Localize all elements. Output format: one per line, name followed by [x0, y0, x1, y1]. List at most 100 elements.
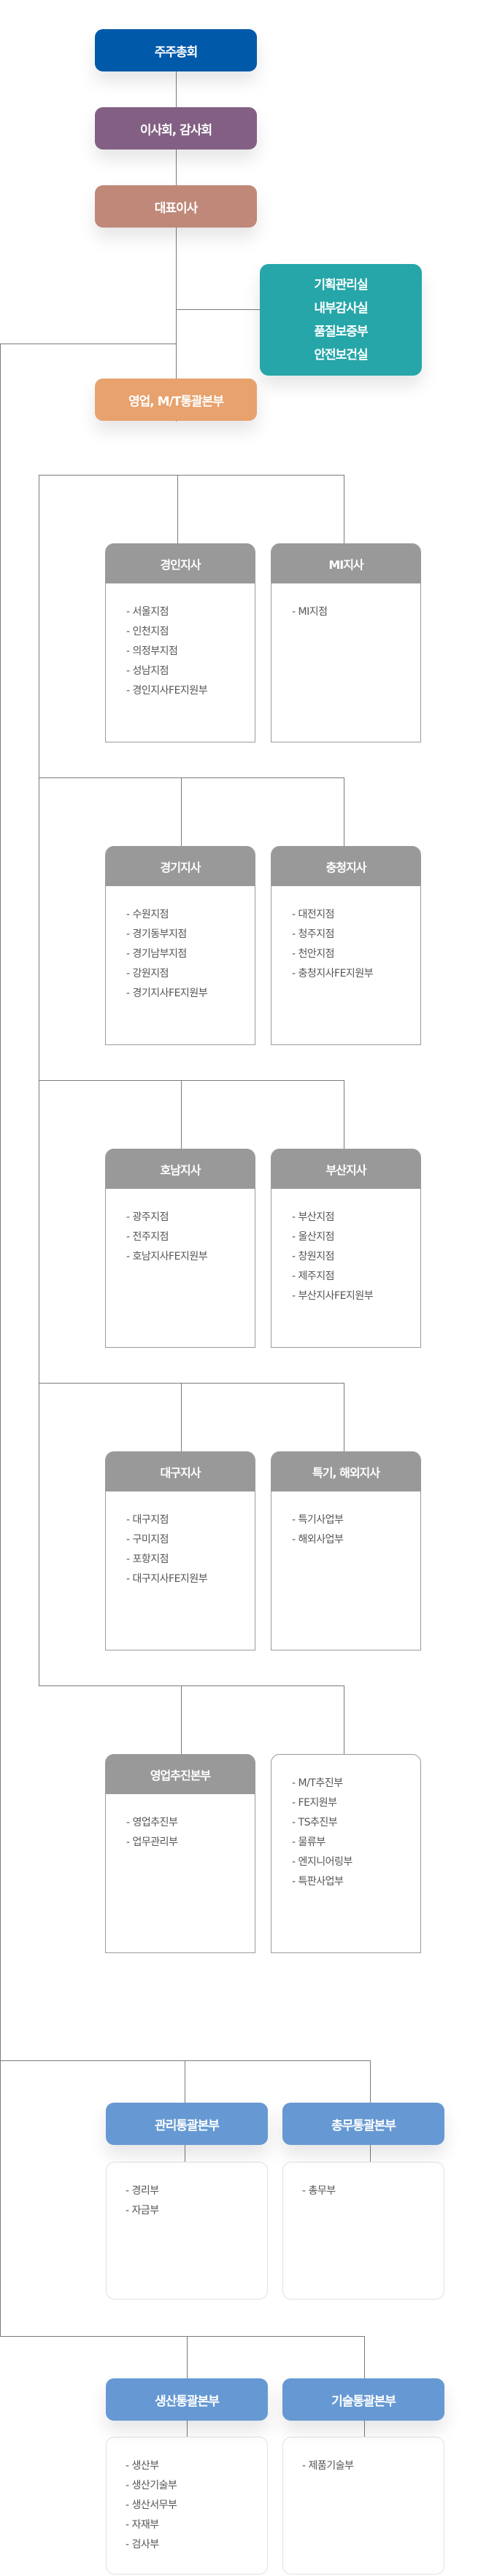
- division-item: 자금부: [126, 2201, 267, 2221]
- branch-item: 포항지점: [126, 1550, 255, 1570]
- branch-card-title: 호남지사: [106, 1149, 255, 1189]
- branch-item: 부산지점: [292, 1208, 420, 1227]
- division-title-box[interactable]: 총무통괄본부: [282, 2103, 444, 2145]
- branch-card-title: 영업추진본부: [106, 1754, 255, 1794]
- branch-item: 엔지니어링부: [292, 1853, 420, 1872]
- branch-card[interactable]: 부산지사부산지점울산지점창원지점제주지점부산지사FE지원부: [271, 1149, 421, 1348]
- division-item: 제품기술부: [302, 2456, 444, 2476]
- division-item-list: 경리부자금부: [107, 2162, 267, 2221]
- connector-line: [181, 1685, 182, 1754]
- branch-item: 경기지사FE지원부: [126, 984, 255, 1004]
- connector-line: [39, 777, 344, 778]
- branch-item-list: 대구지점구미지점포항지점대구지사FE지원부: [106, 1491, 255, 1589]
- branch-item: 경기남부지점: [126, 944, 255, 964]
- connector-line: [181, 1383, 182, 1451]
- branch-item: 의정부지점: [126, 642, 255, 662]
- branch-item: 경기동부지점: [126, 925, 255, 944]
- branch-item: 대구지점: [126, 1510, 255, 1530]
- branch-item: 호남지사FE지원부: [126, 1247, 255, 1267]
- branch-item: 특기사업부: [292, 1510, 420, 1530]
- division-item: 총무부: [302, 2181, 444, 2201]
- branch-card[interactable]: M/T추진부FE지원부TS추진부물류부엔지니어링부특판사업부: [271, 1754, 421, 1953]
- branch-card-title: 충청지사: [271, 846, 420, 886]
- branch-card[interactable]: 충청지사대전지점청주지점천안지점충청지사FE지원부: [271, 846, 421, 1045]
- staff-office-label: 품질보증부: [314, 324, 368, 339]
- branch-item: FE지원부: [292, 1793, 420, 1813]
- branch-item: 영업추진부: [126, 1813, 255, 1833]
- division-item: 생산부: [126, 2456, 267, 2476]
- division-items-box: 생산부생산기술부생산서무부자재부검사부: [106, 2437, 268, 2575]
- branch-item: 특판사업부: [292, 1872, 420, 1892]
- division-title-box[interactable]: 기술통괄본부: [282, 2378, 444, 2421]
- branch-item-list: MI지점: [271, 583, 420, 622]
- branch-item: TS추진부: [292, 1813, 420, 1833]
- connector-line: [177, 475, 178, 543]
- branch-item: 업무관리부: [126, 1833, 255, 1853]
- staff-office-label: 내부감사실: [314, 300, 368, 316]
- branch-card[interactable]: 경기지사수원지점경기동부지점경기남부지점강원지점경기지사FE지원부: [105, 846, 255, 1045]
- division-items-box: 총무부: [282, 2162, 444, 2300]
- branch-item: 경인지사FE지원부: [126, 681, 255, 701]
- branch-card-title: 부산지사: [271, 1149, 420, 1189]
- branch-item: M/T추진부: [292, 1774, 420, 1793]
- branch-item: 서울지점: [126, 602, 255, 622]
- branch-card[interactable]: 특기, 해외지사특기사업부해외사업부: [271, 1451, 421, 1650]
- connector-line: [0, 344, 1, 2337]
- top-box-1[interactable]: 이사회, 감사회: [95, 107, 257, 150]
- branch-item-list: 특기사업부해외사업부: [271, 1491, 420, 1550]
- branch-card-title: 경인지사: [106, 543, 255, 583]
- division-item: 생산서무부: [126, 2496, 267, 2515]
- connector-line: [181, 777, 182, 846]
- branch-item-list: 대전지점청주지점천안지점충청지사FE지원부: [271, 886, 420, 984]
- branch-card-title: 경기지사: [106, 846, 255, 886]
- connector-line: [176, 71, 177, 422]
- branch-item: 청주지점: [292, 925, 420, 944]
- branch-item-list: 영업추진부업무관리부: [106, 1794, 255, 1853]
- division-title-box[interactable]: 생산통괄본부: [106, 2378, 268, 2421]
- division-item-list: 제품기술부: [283, 2437, 444, 2476]
- division-item-list: 생산부생산기술부생산서무부자재부검사부: [107, 2437, 267, 2555]
- branch-item: 물류부: [292, 1833, 420, 1853]
- branch-item: 천안지점: [292, 944, 420, 964]
- connector-line: [39, 1685, 344, 1686]
- branch-card-title: 특기, 해외지사: [271, 1451, 420, 1491]
- branch-item-list: 수원지점경기동부지점경기남부지점강원지점경기지사FE지원부: [106, 886, 255, 1004]
- branch-item: 성남지점: [126, 662, 255, 681]
- branch-card[interactable]: 호남지사광주지점전주지점호남지사FE지원부: [105, 1149, 255, 1348]
- branch-item: 전주지점: [126, 1227, 255, 1247]
- branch-item: 수원지점: [126, 905, 255, 925]
- top-box-2[interactable]: 대표이사: [95, 185, 257, 228]
- branch-item: MI지점: [292, 602, 420, 622]
- branch-item: 광주지점: [126, 1208, 255, 1227]
- branch-card-title: 대구지사: [106, 1451, 255, 1491]
- branch-item: 해외사업부: [292, 1530, 420, 1550]
- branch-item-list: 광주지점전주지점호남지사FE지원부: [106, 1189, 255, 1267]
- division-items-box: 제품기술부: [282, 2437, 444, 2575]
- sales-hq-box[interactable]: 영업, M/T통괄본부: [95, 379, 257, 421]
- branch-item: 구미지점: [126, 1530, 255, 1550]
- top-box-0[interactable]: 주주총회: [95, 29, 257, 71]
- division-item: 자재부: [126, 2515, 267, 2535]
- division-title-box[interactable]: 관리통괄본부: [106, 2103, 268, 2145]
- division-item-list: 총무부: [283, 2162, 444, 2201]
- connector-line: [39, 1383, 344, 1384]
- division-item: 생산기술부: [126, 2476, 267, 2496]
- branch-card[interactable]: MI지사MI지점: [271, 543, 421, 742]
- branch-item: 부산지사FE지원부: [292, 1287, 420, 1306]
- connector-line: [181, 1080, 182, 1149]
- branch-item: 창원지점: [292, 1247, 420, 1267]
- branch-card[interactable]: 경인지사서울지점인천지점의정부지점성남지점경인지사FE지원부: [105, 543, 255, 742]
- branch-item: 제주지점: [292, 1267, 420, 1287]
- branch-card[interactable]: 영업추진본부영업추진부업무관리부: [105, 1754, 255, 1953]
- staff-office-label: 기획관리실: [314, 277, 368, 292]
- connector-line: [0, 2336, 364, 2337]
- branch-item: 강원지점: [126, 964, 255, 984]
- branch-item-list: M/T추진부FE지원부TS추진부물류부엔지니어링부특판사업부: [271, 1755, 420, 1892]
- division-items-box: 경리부자금부: [106, 2162, 268, 2300]
- division-item: 검사부: [126, 2535, 267, 2555]
- connector-line: [39, 1080, 344, 1081]
- connector-line: [39, 475, 344, 476]
- branch-item: 대전지점: [292, 905, 420, 925]
- branch-card[interactable]: 대구지사대구지점구미지점포항지점대구지사FE지원부: [105, 1451, 255, 1650]
